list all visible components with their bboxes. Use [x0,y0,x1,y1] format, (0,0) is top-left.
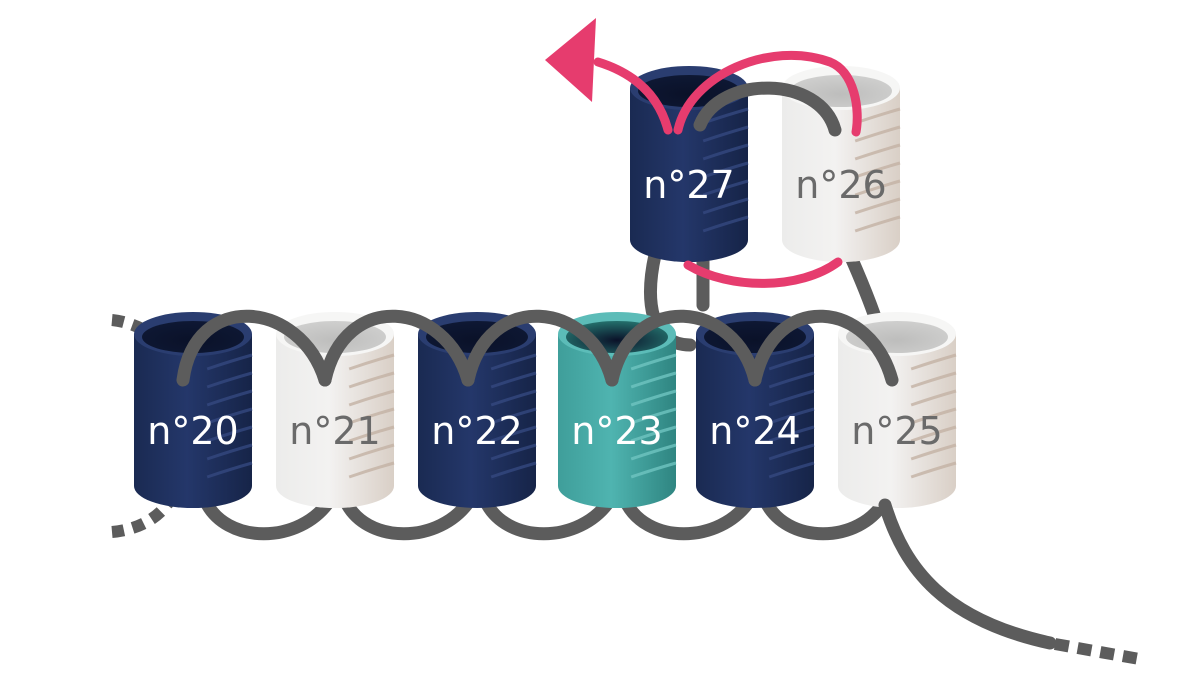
strand-back-1 [338,493,477,541]
cylinder-stripe [702,197,749,215]
cylinder-stripe [910,407,957,425]
cylinder-stripe [206,371,253,389]
cylinder-stripe [854,125,901,143]
strand-front-0 [176,309,332,387]
cylinder-label-20: n°20 [147,409,238,453]
cylinder-stripe [630,461,677,479]
cylinder-label-23: n°23 [571,409,662,453]
cylinder-stripe [854,215,901,233]
cylinder-stripe [490,371,537,389]
strand-front-3 [605,309,762,387]
cylinder-stripe [630,353,677,371]
cylinder-label-21: n°21 [289,409,380,453]
cylinder-stripe [854,179,901,197]
cylinder-body [558,334,676,508]
cylinder-stripe [702,161,749,179]
rotation-arc-top [673,50,862,137]
cylinder-stripe [702,143,749,161]
cylinder-stripe [348,443,395,461]
cylinder-label-25: n°25 [851,409,942,453]
strand-layer-front [176,81,1147,666]
strand-front-1 [318,309,475,387]
strand-back-2 [478,493,617,541]
strand-back-4 [758,493,892,541]
cylinder-stripe [768,461,815,479]
cylinder-stripe [490,353,537,371]
cylinder-stripe [490,461,537,479]
cylinder-stripe [630,407,677,425]
cylinder-label-26: n°26 [795,163,886,207]
rotation-arc-bottom [683,257,843,288]
cylinder-stripe [854,197,901,215]
cylinder-stripe [206,461,253,479]
exit-arrow-shaft [593,57,673,135]
strand-front-2 [461,309,619,387]
cylinder-stripe [910,389,957,407]
cylinder-stripe [348,389,395,407]
cylinder-stripe [630,389,677,407]
cylinder-body [838,334,956,508]
cylinder-stripe [910,353,957,371]
cylinder-body [418,334,536,508]
strand-front-5 [693,81,842,137]
cylinder-body [696,334,814,508]
strand-tail-dashed [1053,638,1147,666]
cylinder-stripe [768,407,815,425]
cylinder-stripe [910,371,957,389]
cylinder-stripe [854,161,901,179]
helix-cylinder-23: n°23 [558,312,677,508]
cylinder-stripe [768,443,815,461]
cylinder-label-22: n°22 [431,409,522,453]
cylinder-stripe [490,407,537,425]
cylinder-stripe [854,143,901,161]
cylinder-stripe [910,443,957,461]
cylinder-stripe [702,215,749,233]
strand-front-4 [748,309,899,387]
strand-back-3 [618,493,757,541]
cylinder-stripe [768,389,815,407]
arrow-layer [545,18,862,288]
strand-end-bottom-left [111,496,176,538]
cylinder-stripe [702,179,749,197]
cylinder-stripe [206,353,253,371]
cylinder-stripe [702,125,749,143]
cylinder-body [276,334,394,508]
strand-tail [878,498,1057,650]
cylinder-stripe [348,425,395,443]
cylinder-stripe [768,353,815,371]
cylinder-stripe [630,425,677,443]
cylinder-label-27: n°27 [643,163,734,207]
cylinder-body [782,88,900,262]
exit-arrow-head-icon [545,18,596,102]
cylinder-stripe [768,425,815,443]
helix-cylinder-25: n°25 [838,312,957,508]
cylinder-stripe [490,443,537,461]
strand-end-top-left [111,314,188,366]
cylinder-stripe [490,425,537,443]
cylinder-stripe [348,371,395,389]
helix-cylinder-24: n°24 [696,312,815,508]
cylinder-stripe [348,461,395,479]
cylinder-body [134,334,252,508]
cylinder-stripe [206,389,253,407]
cylinder-stripe [910,461,957,479]
cylinder-stripe [206,443,253,461]
cylinder-stripe [910,425,957,443]
cylinder-stripe [630,443,677,461]
cylinder-body [630,88,748,262]
helix-cylinder-22: n°22 [418,312,537,508]
cylinder-stripe [490,389,537,407]
cylinder-stripe [206,425,253,443]
cylinder-stripe [206,407,253,425]
cylinder-label-24: n°24 [709,409,800,453]
strand-back-0 [198,493,337,541]
cylinder-stripe [348,407,395,425]
cylinder-stripe [348,353,395,371]
cylinder-stripe [768,371,815,389]
cylinder-stripe [630,371,677,389]
